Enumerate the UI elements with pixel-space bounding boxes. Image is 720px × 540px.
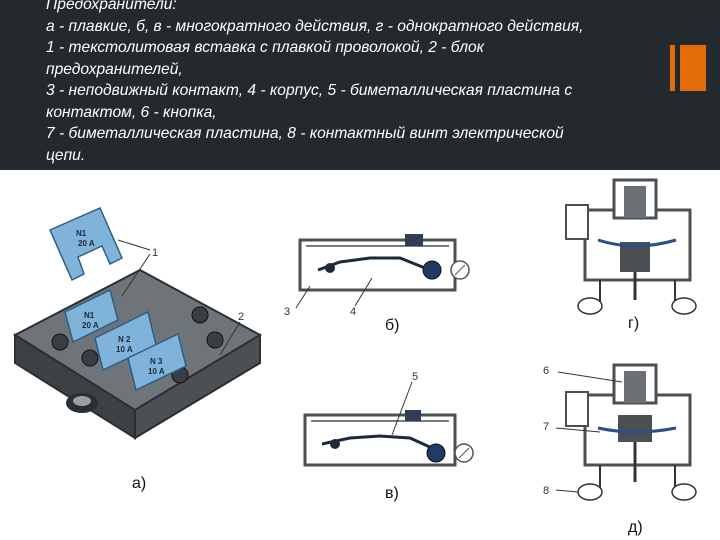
caption-line: 3 - неподвижный контакт, 4 - корпус, 5 -… [46,82,573,99]
fuse-1-rating: 20 A [82,321,99,330]
fuse-2-number: N 2 [118,335,131,344]
loose-fuse-number: N1 [76,229,87,238]
caption-line: предохранителей, [46,60,183,78]
fuse-figure: N1 20 A N 2 10 A N 3 10 A N1 20 A 1 2 а) [0,170,720,540]
caption-line: а - плавкие, б, в - многократного действ… [46,17,584,35]
fuse-2-rating: 10 A [116,345,133,354]
accent-bar [670,45,675,91]
accent-block [680,45,706,91]
callout-5: 5 [412,371,418,383]
breaker-b-drawing: 3 4 б) [284,234,470,334]
callout-1: 1 [152,247,158,259]
fuse-block-drawing: N1 20 A N 2 10 A N 3 10 A N1 20 A 1 2 а) [12,207,263,492]
callout-3: 3 [284,306,290,318]
caption-line: цепи. [46,146,86,164]
callout-4: 4 [350,306,356,318]
caption-line: 7 - биметаллическая пластина, 8 - контак… [46,125,564,142]
breaker-v-drawing: 5 в) [303,371,474,502]
fuse-1-number: N1 [84,311,95,320]
breaker-d-drawing: 6 7 8 д) [543,363,697,536]
callout-7: 7 [543,421,549,433]
loose-fuse-rating: 20 A [78,239,95,248]
fuse-3-rating: 10 A [148,367,165,376]
caption-line: Предохранители: [46,0,177,13]
label-d: д) [628,519,643,536]
callout-8: 8 [543,485,549,497]
callout-2: 2 [238,311,244,323]
breaker-g-drawing: г) [565,178,697,332]
caption-text: Предохранители: а - плавкие, б, в - мног… [46,0,666,166]
caption-panel: Предохранители: а - плавкие, б, в - мног… [0,0,720,170]
fuse-illustration: N1 20 A N 2 10 A N 3 10 A N1 20 A 1 2 а) [12,178,697,536]
label-v: в) [385,485,399,502]
caption-line: 1 - текстолитовая вставка с плавкой пров… [46,39,485,56]
fuse-3-number: N 3 [150,357,163,366]
caption-line: контактом, 6 - кнопка, [46,103,217,121]
label-g: г) [628,315,639,332]
callout-6: 6 [543,365,549,377]
label-b: б) [385,317,400,334]
label-a: а) [132,475,146,492]
